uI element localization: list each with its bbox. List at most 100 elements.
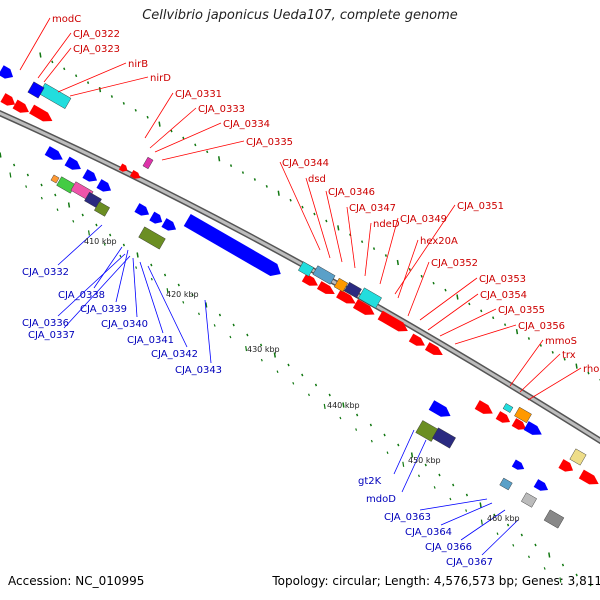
gc-dot-outer	[551, 350, 554, 354]
gc-dot-inner	[136, 252, 139, 258]
gc-dot-outer	[98, 86, 102, 93]
forward-leader-line	[379, 217, 399, 285]
forward-leader-line	[346, 206, 356, 269]
gc-dot-outer	[360, 240, 364, 244]
reverse-gene-label: CJA_0340	[101, 319, 148, 330]
gc-dot-outer	[444, 288, 447, 292]
gc-dot-inner2	[9, 172, 12, 178]
forward-leader-line	[419, 277, 478, 321]
gc-dot-inner	[67, 202, 71, 208]
forward-gene-label: rho	[583, 364, 599, 375]
gc-dot-inner2	[260, 358, 263, 362]
reverse-gene-arrow	[533, 479, 549, 491]
reverse-gene-label: CJA_0341	[127, 335, 174, 346]
forward-gene-arrow	[301, 273, 318, 286]
forward-gene-label: CJA_0335	[246, 137, 293, 148]
gc-dot-outer	[229, 164, 233, 167]
forward-gene-arrow	[558, 459, 574, 472]
reverse-leader-line	[57, 253, 126, 317]
forward-gene-arrow	[316, 281, 335, 294]
forward-gene-arrow	[377, 310, 408, 332]
forward-leader-line	[454, 324, 517, 345]
gc-dot-inner2	[182, 300, 185, 304]
forward-gene-label: CJA_0322	[73, 29, 120, 40]
gc-dot-inner	[273, 352, 276, 358]
forward-leader-line	[144, 92, 174, 139]
forward-leader-line	[57, 62, 127, 93]
gc-dot-outer	[86, 81, 90, 85]
map-title: Cellvibrio japonicus Ueda107, complete g…	[142, 8, 458, 23]
forward-leader-line	[519, 353, 561, 393]
reverse-gene-label: CJA_0337	[28, 330, 75, 341]
forward-gene-label: CJA_0344	[282, 158, 329, 169]
gc-dot-outer	[456, 294, 459, 300]
forward-leader-line	[509, 339, 544, 387]
forward-gene-arrow	[511, 418, 527, 430]
gc-dot-inner2	[103, 243, 106, 246]
gc-dot-outer	[480, 309, 483, 313]
gc-dot-inner	[314, 383, 318, 387]
gc-dot-inner2	[87, 230, 90, 236]
gc-dot-outer	[313, 212, 316, 216]
gc-dot-inner	[287, 363, 290, 367]
reverse-gene-label: CJA_0342	[151, 349, 198, 360]
forward-gene-arrow	[12, 99, 29, 113]
gc-dot-inner	[479, 502, 482, 508]
reverse-gene-arrow	[64, 156, 81, 170]
reverse-gene-arrow	[82, 169, 98, 182]
forward-leader-line	[407, 261, 430, 317]
gc-dot-inner	[383, 433, 386, 437]
gc-dot-inner	[397, 443, 400, 447]
gc-dot-inner2	[150, 277, 153, 281]
cog-feature-block	[521, 492, 537, 508]
gc-dot-inner	[575, 573, 578, 577]
reverse-leader-line	[139, 261, 164, 334]
forward-leader-line	[397, 239, 419, 299]
cog-feature-block	[502, 403, 514, 413]
reverse-gene-label: mdoD	[366, 494, 396, 505]
forward-leader-line	[527, 367, 582, 401]
gc-dot-inner2	[56, 208, 59, 212]
reverse-gene-arrow	[428, 400, 451, 417]
scale-tick-label: 450 kbp	[408, 456, 441, 465]
gc-dot-inner	[122, 243, 125, 247]
reverse-gene-label: CJA_0338	[58, 290, 105, 301]
forward-gene-arrow	[0, 93, 16, 106]
gc-dot-inner	[177, 283, 180, 287]
forward-gene-label: CJA_0354	[480, 290, 527, 301]
cog-feature-block	[333, 277, 349, 293]
reverse-leader-line	[419, 498, 488, 511]
gc-dot-outer	[170, 129, 173, 133]
gc-dot-inner	[328, 393, 331, 397]
cog-feature-block	[138, 226, 166, 250]
gc-dot-inner	[109, 233, 112, 237]
gc-dot-inner2	[402, 461, 405, 467]
cog-feature-block	[298, 261, 314, 277]
gc-dot-inner	[95, 223, 98, 227]
gc-dot-inner	[465, 493, 469, 497]
cog-feature-block	[142, 156, 154, 170]
gc-dot-outer	[503, 323, 507, 327]
gc-dot-outer	[563, 357, 566, 361]
reverse-gene-arrow	[161, 218, 177, 231]
gc-dot-outer	[527, 337, 531, 340]
gc-dot-outer	[587, 371, 590, 375]
forward-leader-line	[305, 177, 331, 259]
forward-gene-label: trx	[562, 350, 576, 361]
reverse-gene-arrow	[44, 146, 63, 160]
forward-gene-label: CJA_0333	[198, 104, 245, 115]
gc-dot-outer	[289, 198, 292, 202]
forward-gene-label: CJA_0323	[73, 44, 120, 55]
gc-dot-inner	[369, 423, 372, 427]
gc-dot-inner2	[339, 416, 342, 420]
gc-dot-inner	[232, 323, 235, 327]
gc-dot-inner	[493, 513, 496, 517]
gc-dot-inner2	[449, 497, 452, 501]
gc-dot-outer	[301, 205, 304, 209]
forward-gene-label: CJA_0347	[349, 203, 396, 214]
gc-dot-inner2	[166, 288, 169, 294]
reverse-leader-line	[63, 255, 131, 329]
forward-gene-label: CJA_0356	[518, 321, 565, 332]
reverse-gene-arrow	[0, 65, 14, 79]
